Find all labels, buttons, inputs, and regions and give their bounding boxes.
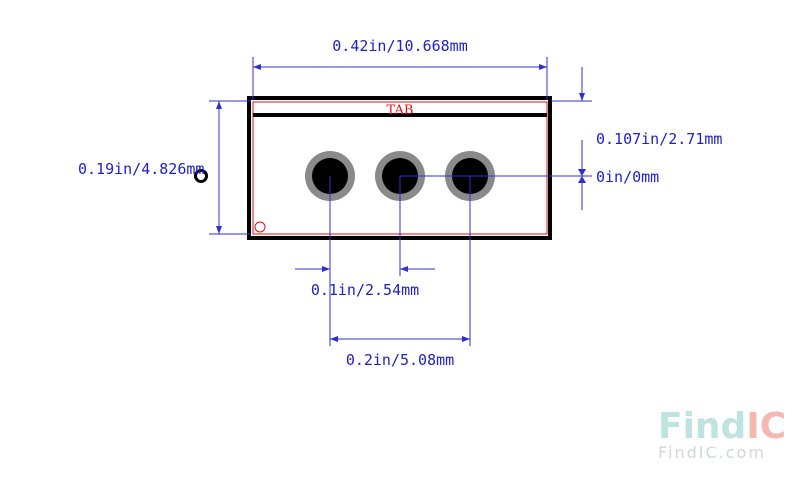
orientation-marker xyxy=(194,169,208,183)
watermark-ic: IC xyxy=(746,406,786,447)
tab-offset-dimension: 0.107in/2.71mm xyxy=(551,67,722,176)
span-dimension: 0.2in/5.08mm xyxy=(330,176,471,369)
pin1-marker xyxy=(254,221,266,233)
pitch-dimension: 0.1in/2.54mm xyxy=(295,176,435,346)
pin-offset-label: 0in/0mm xyxy=(596,168,659,186)
pin-offset-dimension: 0in/0mm xyxy=(400,168,659,210)
width-dimension: 0.42in/10.668mm xyxy=(252,37,548,100)
findic-watermark: FindIC FindIC.com xyxy=(658,406,786,462)
tab-offset-label: 0.107in/2.71mm xyxy=(596,130,722,148)
watermark-find: Find xyxy=(658,406,746,447)
height-label: 0.19in/4.826mm xyxy=(78,160,204,178)
tab-label: TAB xyxy=(387,103,414,118)
width-label: 0.42in/10.668mm xyxy=(332,37,467,55)
pitch-label: 0.1in/2.54mm xyxy=(311,281,419,299)
span-label: 0.2in/5.08mm xyxy=(346,351,454,369)
svg-text:FindIC: FindIC xyxy=(658,406,786,447)
height-dimension: 0.19in/4.826mm xyxy=(78,100,251,235)
watermark-url: FindIC.com xyxy=(658,443,766,462)
